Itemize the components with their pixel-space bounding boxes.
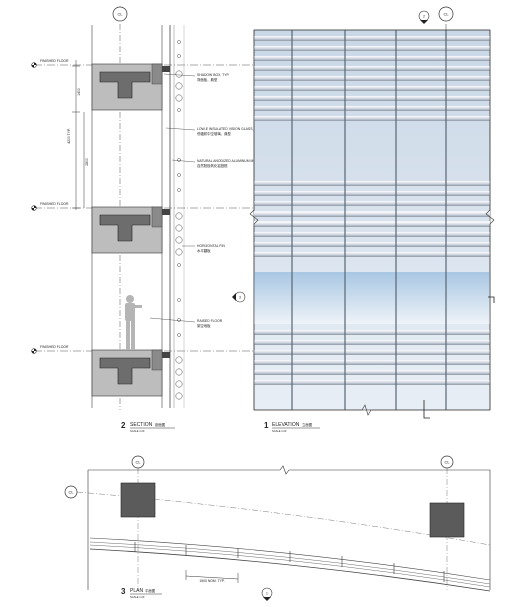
section-title-cn: 剖面图 [155, 422, 166, 427]
horizontal-fin [254, 242, 490, 247]
floor-marker-1: FINISHED FLOOR [31, 59, 69, 68]
elevation-marker-2: 2 [423, 15, 425, 19]
horizontal-fin [254, 66, 490, 71]
callout-shadow-box: SHADOW BOX, TYP. [197, 73, 230, 77]
horizontal-fin [254, 350, 490, 355]
horizontal-fin [254, 252, 490, 257]
floor-label-1: FINISHED FLOOR [40, 59, 69, 63]
elevation-title-block: 1 ELEVATION 立面图 SCALE 1:20 [264, 421, 320, 433]
floor-marker-3: FINISHED FLOOR [31, 345, 69, 354]
section-fins [175, 40, 183, 400]
horizontal-fin [254, 222, 490, 227]
plan-scale: SCALE 1:20 [130, 595, 145, 599]
svg-text:CL: CL [444, 460, 450, 465]
horizontal-fin [254, 370, 490, 375]
dim-1400: 1400 [77, 88, 81, 96]
callout-horizontal-fin: HORIZONTAL FIN [197, 244, 225, 248]
plan-marker-1: 1 [266, 592, 268, 596]
human-scale-figure [125, 295, 142, 350]
horizontal-fin [254, 212, 490, 217]
horizontal-fin [254, 201, 490, 206]
callout-horizontal-fin-cn: 水平翻板 [197, 248, 211, 253]
section-scale: SCALE 1:20 [130, 429, 145, 433]
floor-slab-1 [91, 63, 170, 111]
elevation-fin-rows [254, 36, 490, 385]
plan-dim-1500: 1500 NOM. TYP. [199, 579, 225, 583]
callout-raised-floor: RAISED FLOOR [197, 319, 223, 323]
horizontal-fin [254, 232, 490, 237]
elevation-title-number: 1 [264, 421, 269, 430]
svg-text:CL: CL [68, 490, 74, 495]
horizontal-fin [254, 380, 490, 385]
horizontal-fin [254, 76, 490, 81]
callout-low-e-glass: LOW-E INSULATED VISION GLASS, TYP. [197, 127, 262, 131]
plan-column-left [120, 482, 156, 518]
elevation-marker-3: 3 [239, 296, 241, 300]
horizontal-fin [254, 116, 490, 121]
horizontal-fin [254, 191, 490, 196]
horizontal-fin [254, 56, 490, 61]
horizontal-fin [254, 86, 490, 91]
floor-marker-2: FINISHED FLOOR [31, 202, 69, 211]
horizontal-fin [254, 330, 490, 335]
elevation-gridline-label: CL [443, 12, 449, 17]
section-title-block: 2 SECTION 剖面图 SCALE 1:20 [121, 421, 175, 433]
elevation-gridline-bubble [438, 6, 454, 22]
svg-text:CL: CL [135, 460, 141, 465]
elevation-title-cn: 立面图 [302, 422, 313, 427]
section-gridline-bubble [112, 6, 128, 22]
floor-slab-3 [91, 349, 170, 397]
horizontal-fin [254, 96, 490, 101]
horizontal-fin [254, 46, 490, 51]
horizontal-fin [254, 340, 490, 345]
floor-slab-2 [91, 206, 170, 254]
plan-title-number: 3 [121, 587, 126, 596]
section-title: SECTION [130, 422, 153, 428]
callout-shadow-box-cn: 背面板，典型 [197, 77, 218, 82]
horizontal-fin [254, 181, 490, 186]
elevation-scale: SCALE 1:20 [272, 429, 287, 433]
elevation-drawing: CL 2 3 1 ELEVATION 立面图 SC [232, 6, 495, 433]
floor-label-2: FINISHED FLOOR [40, 202, 69, 206]
section-title-number: 2 [121, 421, 126, 430]
horizontal-fin [254, 106, 490, 111]
dim-2800: 2800 [85, 158, 89, 166]
callout-low-e-glass-cn: 低辐射中空玻璃，典型 [197, 131, 232, 136]
section-gridline-label: CL [117, 12, 123, 17]
plan-column-right [429, 502, 465, 538]
plan-drawing: CL CL CL 15 [64, 455, 491, 601]
callout-mullion-cn: 自然阳极氧化铝竖框 [197, 163, 228, 168]
plan-title: PLAN [130, 588, 143, 594]
section-drawing: CL 1400 4200 TYP. 2800 FINISHED FLOOR [31, 6, 300, 433]
horizontal-fin [254, 360, 490, 365]
callout-mullion: NATURAL ANODIZED ALUMINUM MULLION, TYP. [197, 159, 275, 163]
plan-title-block: 3 PLAN 平面图 SCALE 1:20 [121, 587, 162, 599]
floor-label-3: FINISHED FLOOR [40, 345, 69, 349]
callout-raised-floor-cn: 架空地板 [197, 323, 211, 328]
dim-4200: 4200 TYP. [67, 128, 71, 144]
horizontal-fin [254, 36, 490, 41]
elevation-title: ELEVATION [272, 422, 300, 428]
plan-title-cn: 平面图 [145, 588, 156, 593]
